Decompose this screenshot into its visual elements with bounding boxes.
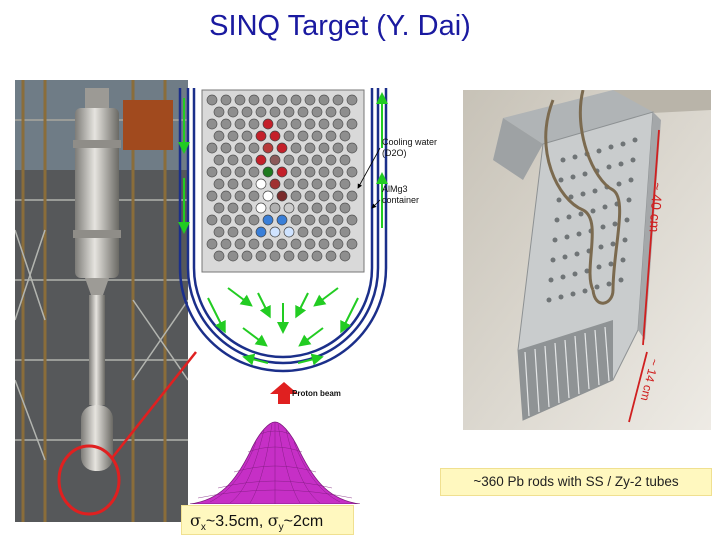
target-assembly-drawing xyxy=(15,80,188,522)
sample-rods xyxy=(255,118,295,238)
slide-title: SINQ Target (Y. Dai) xyxy=(209,10,471,42)
cooling-water-label: Cooling water xyxy=(382,137,437,147)
sigma-y-value: ~2cm xyxy=(283,513,324,530)
target-module-drawing: ~ 40 cm ~ 14 cm xyxy=(463,90,711,430)
sigma-y-subscript: y xyxy=(278,522,284,534)
height-dimension-label: ~ 40 cm xyxy=(647,182,666,233)
container-walls xyxy=(178,88,388,373)
target-module-photo: ~ 40 cm ~ 14 cm xyxy=(463,90,711,430)
target-cross-section-diagram: Cooling water (D2O) AlMg3 container Prot… xyxy=(178,88,437,404)
sigma-symbol-2: σ xyxy=(267,511,279,530)
beam-size-caption: σx~3.5cm, σy~2cm xyxy=(181,505,354,535)
container-label: container xyxy=(382,195,419,205)
proton-beam-arrow xyxy=(270,382,298,404)
d2o-label: (D2O) xyxy=(382,148,407,158)
rods-caption: ~360 Pb rods with SS / Zy-2 tubes xyxy=(440,468,712,496)
sigma-x-subscript: x xyxy=(200,522,206,534)
sigma-x-value: ~3.5cm, xyxy=(205,513,268,530)
sigma-symbol: σ xyxy=(190,511,201,530)
rod-bundle xyxy=(201,89,365,273)
proton-beam-label: Proton beam xyxy=(292,389,341,398)
beam-profile-plot xyxy=(190,421,360,504)
target-assembly-photo xyxy=(15,80,188,522)
diagram-leader-lines xyxy=(357,147,381,209)
almg3-label: AlMg3 xyxy=(382,184,408,194)
